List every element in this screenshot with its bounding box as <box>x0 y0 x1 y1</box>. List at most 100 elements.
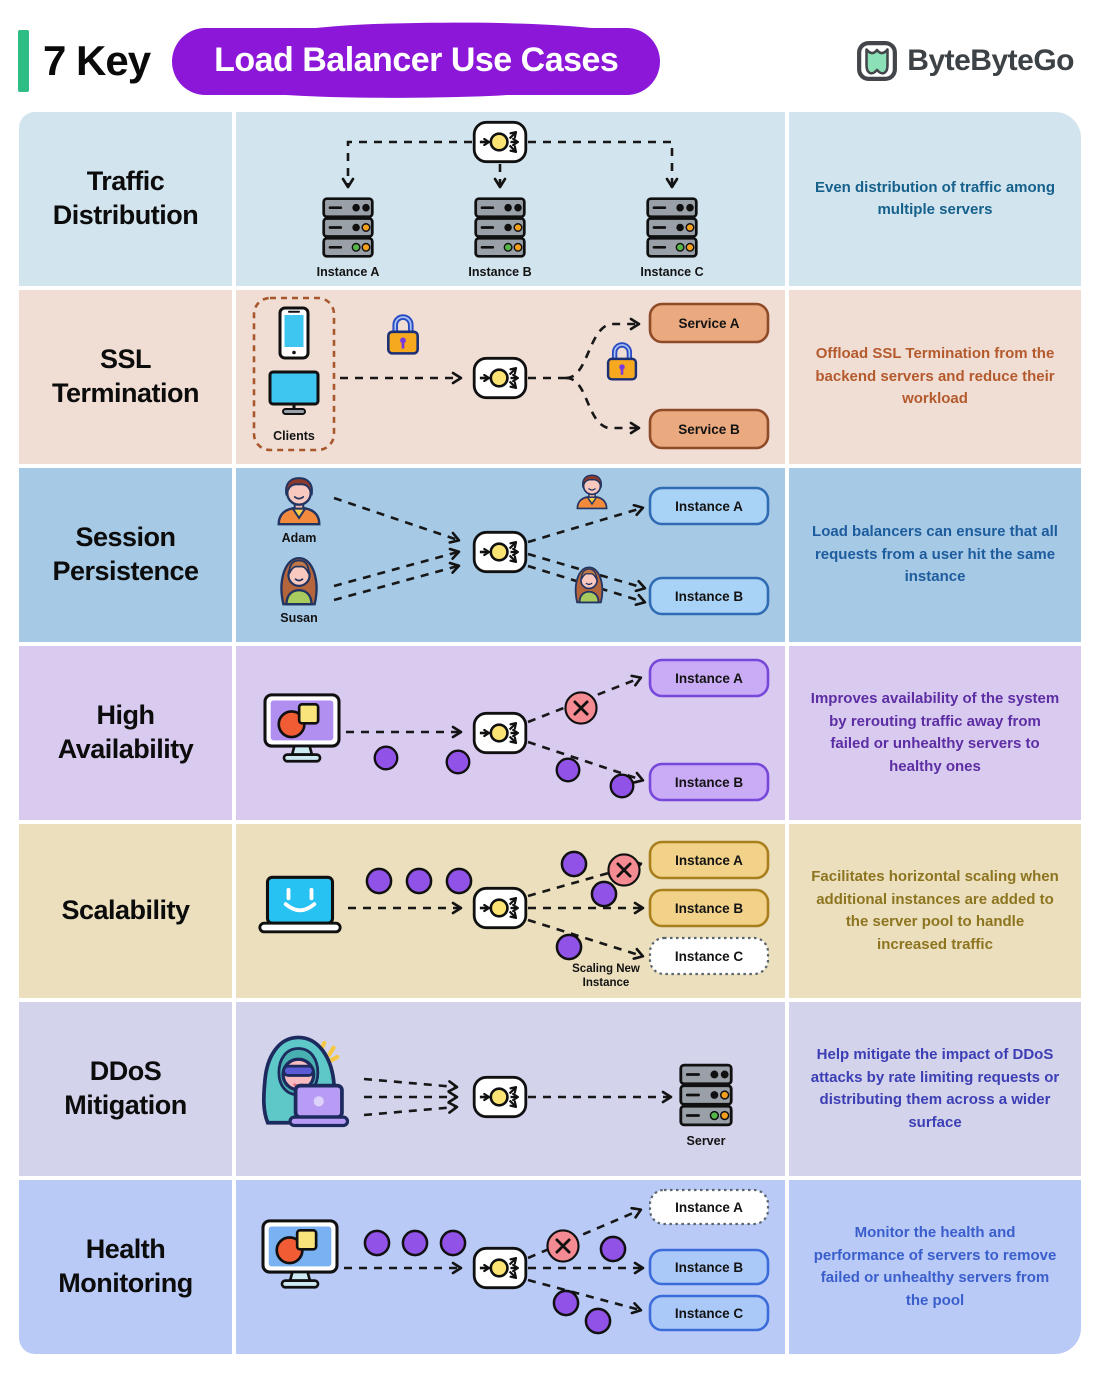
brand: ByteByteGo <box>856 40 1074 82</box>
row-description: Load balancers can ensure that all reque… <box>812 523 1058 586</box>
service-b-box: Service B <box>648 408 770 450</box>
diagram-traffic-distribution: Instance A Instance B Instance C <box>236 112 785 286</box>
row-title: High Availability <box>57 700 194 764</box>
desc-panel-ddos-mitigation: Help mitigate the impact of DDoS attacks… <box>789 1002 1081 1176</box>
svg-text:Instance B: Instance B <box>675 1260 744 1275</box>
title-panel-high-availability: High Availability <box>19 646 232 820</box>
diagram-health-monitoring: Instance A Instance B Instance C <box>236 1180 785 1354</box>
failed-x-icon <box>564 691 598 725</box>
diagram-ssl-termination: Clients Service A Service B <box>236 290 785 464</box>
row-high-availability: High Availability Instance A <box>19 646 1081 820</box>
server-rack-icon <box>322 197 374 258</box>
load-balancer-icon <box>474 122 526 161</box>
instance-b-box: Instance B <box>648 762 770 802</box>
row-title: Health Monitoring <box>58 1234 193 1298</box>
clients-group-box <box>252 296 336 452</box>
load-balancer-icon <box>474 713 526 752</box>
svg-text:Instance C: Instance C <box>675 1306 744 1321</box>
title-panel-traffic-distribution: Traffic Distribution <box>19 112 232 286</box>
instance-c-label: Instance C <box>640 265 703 279</box>
phone-icon <box>278 306 310 360</box>
instance-a-box-removed: Instance A <box>648 1188 770 1226</box>
row-description: Improves availability of the system by r… <box>810 690 1060 775</box>
hacker-icon <box>264 1037 348 1125</box>
desc-panel-traffic-distribution: Even distribution of traffic among multi… <box>789 112 1081 286</box>
diagram-ddos-mitigation: Server <box>236 1002 785 1176</box>
row-title: DDoS Mitigation <box>64 1056 187 1120</box>
bytebytego-logo-icon <box>857 41 898 81</box>
row-traffic-distribution: Traffic Distribution Instance A Instance… <box>19 112 1081 286</box>
instance-c-box-new: Instance C <box>648 936 770 976</box>
instance-b-label: Instance B <box>468 265 531 279</box>
diagram-session-persistence: Adam Susan Instance A Instance B <box>236 468 785 642</box>
svg-text:Instance A: Instance A <box>675 671 743 686</box>
row-description: Facilitates horizontal scaling when addi… <box>811 868 1059 953</box>
row-session-persistence: Session Persistence Adam Susan Instanc <box>19 468 1081 642</box>
request-dot-icon <box>363 1229 391 1257</box>
load-balancer-icon <box>474 1077 526 1116</box>
row-health-monitoring: Health Monitoring Instance A <box>19 1180 1081 1354</box>
scaling-new-instance-label: Scaling New <box>572 963 640 975</box>
svg-text:Instance B: Instance B <box>675 589 744 604</box>
diagram-high-availability: Instance A Instance B <box>236 646 785 820</box>
request-dot-icon <box>590 880 618 908</box>
svg-text:Instance B: Instance B <box>675 901 744 916</box>
svg-text:Service A: Service A <box>678 316 739 331</box>
failed-x-icon <box>546 1229 580 1263</box>
desktop-monitor-icon <box>263 693 341 763</box>
title-panel-scalability: Scalability <box>19 824 232 998</box>
instance-b-box: Instance B <box>648 576 770 616</box>
header-title-badge: Load Balancer Use Cases <box>172 27 661 95</box>
diagram-scalability: Instance A Instance B Instance C Scaling… <box>236 824 785 998</box>
request-dot-icon <box>552 1289 580 1317</box>
svg-text:Instance C: Instance C <box>675 949 744 964</box>
row-title: Traffic Distribution <box>52 166 199 230</box>
susan-label: Susan <box>280 611 318 625</box>
desc-panel-scalability: Facilitates horizontal scaling when addi… <box>789 824 1081 998</box>
header-prefix: 7 Key <box>43 37 151 84</box>
load-balancer-icon <box>474 1248 526 1287</box>
row-description: Even distribution of traffic among multi… <box>814 178 1055 219</box>
svg-text:Service B: Service B <box>678 422 740 437</box>
load-balancer-icon <box>474 532 526 571</box>
use-case-table: Traffic Distribution Instance A Instance… <box>0 104 1100 1354</box>
row-description: Offload SSL Termination from the backend… <box>815 345 1055 408</box>
request-dot-icon <box>439 1229 467 1257</box>
padlock-icon <box>608 345 636 379</box>
request-dot-icon <box>599 1235 627 1263</box>
row-ddos-mitigation: DDoS Mitigation Server Help mitigate the… <box>19 1002 1081 1176</box>
desc-panel-session-persistence: Load balancers can ensure that all reque… <box>789 468 1081 642</box>
request-dot-icon <box>555 757 581 783</box>
desc-panel-ssl-termination: Offload SSL Termination from the backend… <box>789 290 1081 464</box>
title-panel-ssl-termination: SSL Termination <box>19 290 232 464</box>
failed-x-icon <box>607 853 641 887</box>
user-avatar-susan-icon <box>574 566 604 604</box>
load-balancer-icon <box>474 888 526 927</box>
row-title: Scalability <box>61 895 190 926</box>
svg-text:Instance A: Instance A <box>675 499 743 514</box>
instance-a-label: Instance A <box>317 265 380 279</box>
request-dot-icon <box>555 933 583 961</box>
user-avatar-adam-icon <box>277 476 321 526</box>
padlock-icon <box>388 317 417 353</box>
request-dot-icon <box>445 867 473 895</box>
header: 7 Key Load Balancer Use Cases ByteByteGo <box>0 0 1100 104</box>
instance-a-box: Instance A <box>648 486 770 526</box>
request-dot-icon <box>405 867 433 895</box>
server-rack-icon <box>474 197 526 258</box>
request-dot-icon <box>373 745 399 771</box>
row-scalability: Scalability Instance A <box>19 824 1081 998</box>
request-dot-icon <box>560 850 588 878</box>
request-dot-icon <box>584 1307 612 1335</box>
request-dot-icon <box>445 749 471 775</box>
svg-text:Instance A: Instance A <box>675 853 743 868</box>
desktop-monitor-icon <box>261 1219 339 1289</box>
scaling-new-instance-label: Instance <box>583 977 630 989</box>
row-description: Help mitigate the impact of DDoS attacks… <box>810 1046 1060 1131</box>
instance-c-box: Instance C <box>648 1294 770 1332</box>
row-title: SSL Termination <box>51 344 200 408</box>
svg-text:Instance B: Instance B <box>675 775 744 790</box>
brand-name: ByteByteGo <box>907 44 1074 77</box>
request-dot-icon <box>365 867 393 895</box>
instance-b-box: Instance B <box>648 888 770 928</box>
